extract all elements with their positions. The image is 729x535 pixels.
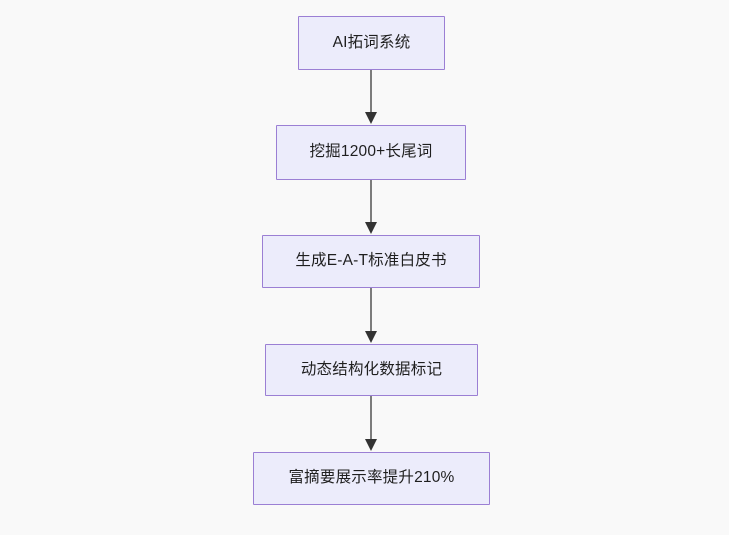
flowchart-node-generate-eat-whitepaper[interactable]: 生成E-A-T标准白皮书 [262, 235, 480, 288]
arrowhead-icon [365, 222, 377, 234]
edge-node1-to-node2 [365, 70, 377, 124]
edge-node4-to-node5 [365, 396, 377, 451]
flowchart-node-label: 挖掘1200+长尾词 [309, 143, 433, 161]
flowchart-node-rich-snippet-uplift[interactable]: 富摘要展示率提升210% [253, 452, 490, 505]
flowchart-node-dynamic-structured-data-markup[interactable]: 动态结构化数据标记 [265, 344, 478, 396]
flowchart-node-label: 生成E-A-T标准白皮书 [295, 252, 447, 270]
arrowhead-icon [365, 331, 377, 343]
flowchart-node-label: AI拓词系统 [332, 33, 411, 51]
flowchart-node-ai-keyword-system[interactable]: AI拓词系统 [298, 16, 445, 70]
edge-node2-to-node3 [365, 180, 377, 234]
flowchart-node-label: 动态结构化数据标记 [300, 360, 443, 378]
flowchart-node-mine-longtail-keywords[interactable]: 挖掘1200+长尾词 [276, 125, 466, 180]
arrowhead-icon [365, 439, 377, 451]
flowchart-node-label: 富摘要展示率提升210% [288, 469, 455, 487]
arrowhead-icon [365, 112, 377, 124]
edge-node3-to-node4 [365, 288, 377, 343]
